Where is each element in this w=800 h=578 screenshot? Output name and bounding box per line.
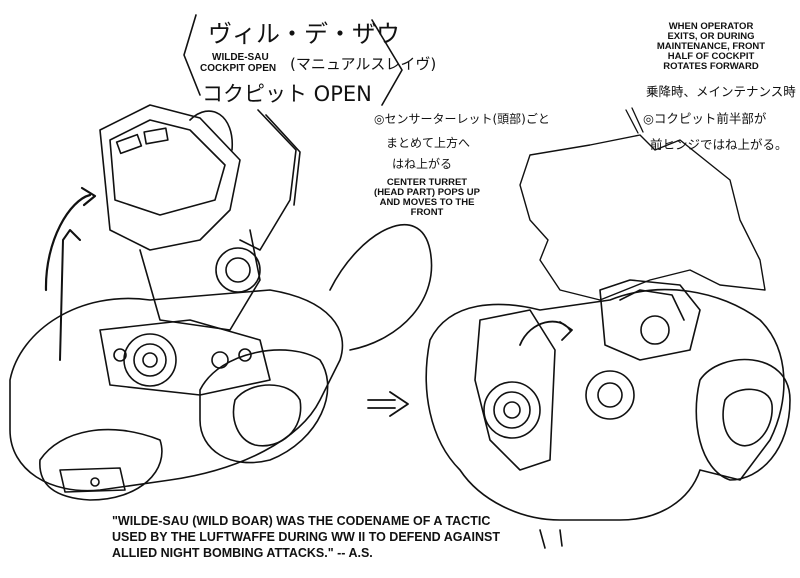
caption-line: ROTATES FORWARD	[663, 60, 759, 72]
cockpit-rotate-caption: WHEN OPERATOR EXITS, OR DURING MAINTENAN…	[646, 22, 776, 72]
caption-line: EXITS, OR DURING	[667, 30, 755, 42]
caption-line: MAINTENANCE, FRONT	[656, 40, 766, 52]
quote-line: "WILDE-SAU (WILD BOAR) WAS THE CODENAME …	[112, 514, 491, 528]
caption-line: (HEAD PART) POPS UP	[374, 186, 480, 198]
right-angle-bracket	[371, 19, 403, 106]
right-note-jp-line3: 前ヒンジではね上がる。	[650, 137, 788, 152]
left-mecha-drawing	[9, 104, 433, 501]
title-cockpit-open: コクピット OPEN	[202, 82, 372, 106]
title-english-line2: COCKPIT OPEN	[200, 63, 277, 74]
center-note-jp-line1: ◎センサーターレット(頭部)ごと	[374, 112, 550, 126]
transition-arrow	[367, 391, 409, 417]
left-angle-bracket	[183, 14, 201, 96]
caption-line: HALF OF COCKPIT	[667, 50, 755, 62]
center-note-jp-line2: まとめて上方へ	[386, 136, 471, 150]
title-katakana: ヴィル・デ・ザウ	[208, 20, 400, 48]
rotated-cockpit-outline	[519, 134, 766, 301]
center-turret-caption: CENTER TURRET (HEAD PART) POPS UP AND MO…	[372, 178, 482, 218]
quote-line: USED BY THE LUFTWAFFE DURING WW II TO DE…	[112, 530, 500, 544]
caption-line: FRONT	[410, 206, 444, 218]
caption-line: WHEN OPERATOR	[668, 21, 754, 32]
right-mecha-drawing	[425, 107, 791, 549]
caption-line: CENTER TURRET	[386, 177, 468, 188]
title-english-line1: WILDE-SAU	[212, 52, 269, 63]
quote-line: ALLIED NIGHT BOMBING ATTACKS." -- A.S.	[112, 546, 373, 560]
caption-line: AND MOVES TO THE	[379, 196, 475, 208]
historical-quote: "WILDE-SAU (WILD BOAR) WAS THE CODENAME …	[112, 513, 500, 561]
title-subtitle-jp: (マニュアルスレイヴ)	[290, 55, 437, 73]
right-note-jp-line1: 乗降時、メインテナンス時	[646, 84, 796, 99]
center-note-jp-line3: はね上がる	[392, 157, 453, 171]
right-note-jp-line2: ◎コクピット前半部が	[643, 111, 767, 126]
